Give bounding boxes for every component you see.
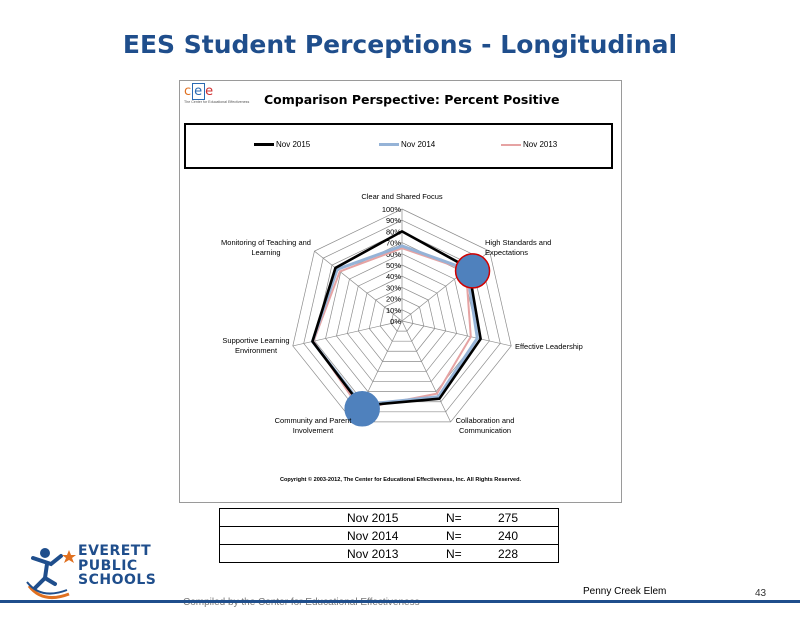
axis-label: Effective Leadership xyxy=(515,342,583,351)
axis-spoke xyxy=(292,320,403,347)
table-row: Nov 2015 N= 275 xyxy=(219,508,559,527)
cee-logo-c: c xyxy=(184,84,193,99)
legend-swatch-nov-2015 xyxy=(254,143,274,147)
cee-logo-tagline: The Center for Educational Effectiveness xyxy=(184,100,250,104)
axis-label-line: Community and Parent xyxy=(275,416,353,425)
tick-label: 50% xyxy=(386,261,401,270)
logo-line-3: SCHOOLS xyxy=(78,572,157,588)
cee-logo-e1: e xyxy=(192,83,206,100)
highlight-marker xyxy=(344,391,380,427)
axis-label-line: Environment xyxy=(235,346,278,355)
grid-ring xyxy=(292,208,512,423)
row-label: Nov 2014 xyxy=(347,529,399,543)
legend-label-nov-2013: Nov 2013 xyxy=(523,140,558,149)
axis-label-line: Collaboration and xyxy=(456,416,515,425)
axis-label-line: Expectations xyxy=(485,248,528,257)
axis-label-line: Involvement xyxy=(293,426,334,435)
axis-spoke xyxy=(314,250,403,322)
tick-label: 90% xyxy=(386,216,401,225)
table-row: Nov 2014 N= 240 xyxy=(219,526,559,545)
legend-swatch-nov-2013 xyxy=(501,143,521,146)
table-cell: Nov 2014 N= 240 xyxy=(219,526,559,545)
row-n-value: 275 xyxy=(498,511,519,525)
row-n-label: N= xyxy=(446,511,462,525)
axis-spoke xyxy=(401,320,451,423)
grid-ring xyxy=(390,309,414,332)
row-n-value: 228 xyxy=(498,547,519,561)
legend-label-nov-2014: Nov 2014 xyxy=(401,140,436,149)
axis-label-line: Monitoring of Teaching and xyxy=(221,238,311,247)
axis-label: Clear and Shared Focus xyxy=(361,192,443,201)
tick-label: 60% xyxy=(386,250,401,259)
table-cell: Nov 2013 N= 228 xyxy=(219,544,559,563)
legend-item-nov-2013: Nov 2013 xyxy=(501,140,557,149)
axis-label-line: Effective Leadership xyxy=(515,342,583,351)
page-number: 43 xyxy=(755,588,767,599)
everett-public-schools-logo: EVERETT PUBLIC SCHOOLS xyxy=(23,544,173,604)
tick-label: 20% xyxy=(386,295,401,304)
grid-ring xyxy=(368,287,436,352)
highlight-marker xyxy=(454,253,491,289)
chart-copyright: Copyright © 2003-2012, The Center for Ed… xyxy=(279,477,522,483)
chart-title: Comparison Perspective: Percent Positive xyxy=(264,92,560,107)
row-label: Nov 2015 xyxy=(347,511,399,525)
axis-label-line: Learning xyxy=(251,248,280,257)
tick-label: 40% xyxy=(386,272,401,281)
legend-item-nov-2014: Nov 2014 xyxy=(379,140,435,149)
grid-ring xyxy=(347,264,457,372)
row-n-label: N= xyxy=(446,547,462,561)
legend-label-nov-2015: Nov 2015 xyxy=(276,140,311,149)
tick-label: 30% xyxy=(386,283,401,292)
logo-line-2: PUBLIC xyxy=(78,557,138,574)
axis-label-line: Communication xyxy=(459,426,511,435)
tick-label: 70% xyxy=(386,239,401,248)
axis-label-line: Clear and Shared Focus xyxy=(361,192,443,201)
grid-ring xyxy=(357,275,447,362)
table-cell: Nov 2015 N= 275 xyxy=(219,508,559,527)
axis-label-line: High Standards and xyxy=(485,238,551,247)
axis-label-line: Supportive Learning xyxy=(222,336,289,345)
tick-label: 0% xyxy=(390,317,401,326)
grid-ring xyxy=(379,298,425,342)
tick-label: 80% xyxy=(386,227,401,236)
legend-swatch-nov-2014 xyxy=(379,143,399,147)
row-n-value: 240 xyxy=(498,529,519,543)
tick-label: 100% xyxy=(382,205,402,214)
slide-title: EES Student Perceptions - Longitudinal xyxy=(122,30,678,59)
school-name: Penny Creek Elem xyxy=(583,586,667,597)
tick-label: 10% xyxy=(386,306,401,315)
row-n-label: N= xyxy=(446,529,462,543)
sample-size-table: Nov 2015 N= 275 Nov 2014 N= 240 Nov 2013… xyxy=(219,508,559,563)
runner-icon xyxy=(26,548,76,600)
legend-item-nov-2015: Nov 2015 xyxy=(254,140,310,149)
grid-ring xyxy=(336,253,468,382)
footer-rule xyxy=(0,600,800,603)
row-label: Nov 2013 xyxy=(347,547,399,561)
chart-legend: Nov 2015 Nov 2014 Nov 2013 xyxy=(184,123,613,169)
table-row: Nov 2013 N= 228 xyxy=(219,544,559,563)
logo-line-1: EVERETT xyxy=(78,543,152,559)
cee-logo-e2: e xyxy=(205,84,215,99)
axis-spoke xyxy=(401,320,512,347)
radar-chart: 0% 10% 20% 30% 40% 50% 60% 70% 80% 90% 100% Clear a… xyxy=(221,192,583,435)
